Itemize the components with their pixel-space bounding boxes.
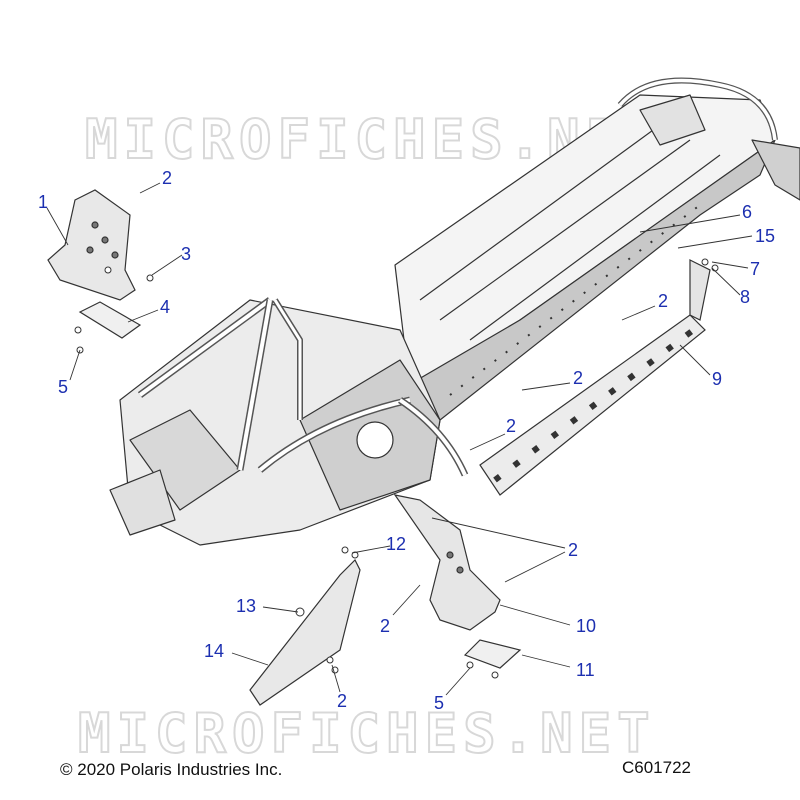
callout-4: 4 [160, 297, 170, 317]
callout-8: 8 [740, 287, 750, 307]
callout-12: 12 [386, 534, 406, 554]
callouts: 1 2 3 4 5 6 15 7 8 2 9 2 2 12 2 13 2 10 … [38, 168, 775, 713]
callout-15: 15 [755, 226, 775, 246]
callout-5: 5 [58, 377, 68, 397]
part-9-running-board [479, 259, 711, 496]
diagram-id: C601722 [622, 758, 692, 777]
callout-7: 7 [750, 259, 760, 279]
callout-10: 10 [576, 616, 596, 636]
part-4-plate [78, 301, 142, 339]
part-14-side-panel [249, 558, 361, 706]
callout-2: 2 [506, 416, 516, 436]
chassis-tunnel [394, 77, 800, 421]
callout-2: 2 [658, 291, 668, 311]
callout-6: 6 [742, 202, 752, 222]
callout-2: 2 [573, 368, 583, 388]
part-11-plate [463, 639, 522, 669]
callout-2: 2 [380, 616, 390, 636]
callout-5: 5 [434, 693, 444, 713]
callout-13: 13 [236, 596, 256, 616]
fasteners [74, 258, 719, 679]
part-10-bracket [393, 494, 501, 631]
watermark-bottom: MICROFICHES.NET [78, 702, 656, 765]
callout-11: 11 [576, 660, 595, 680]
callout-3: 3 [181, 244, 191, 264]
callout-2: 2 [162, 168, 172, 188]
front-bulkhead [109, 297, 469, 546]
callout-14: 14 [204, 641, 224, 661]
callout-1: 1 [38, 192, 48, 212]
part-1-nose-plate [47, 189, 136, 301]
leader-lines [46, 182, 753, 696]
copyright-text: © 2020 Polaris Industries Inc. [60, 760, 283, 779]
callout-2: 2 [337, 691, 347, 711]
callout-9: 9 [712, 369, 722, 389]
callout-2: 2 [568, 540, 578, 560]
